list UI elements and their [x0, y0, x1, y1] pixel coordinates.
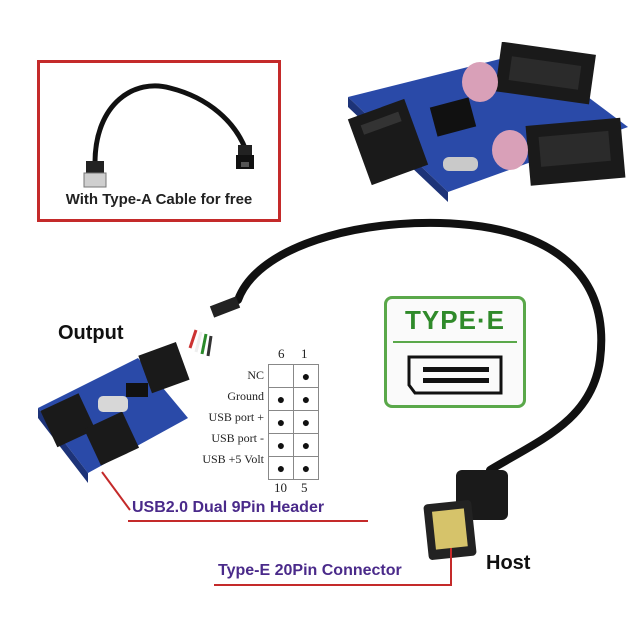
- pin-cell: ●: [268, 456, 294, 480]
- pin-number-6: 6: [278, 346, 285, 361]
- pin-cell: ●: [293, 364, 319, 388]
- pin-cell: ●: [293, 410, 319, 434]
- type-e-badge-text: TYPE·E: [405, 305, 505, 335]
- pin-cell: ●: [293, 433, 319, 457]
- pin-row: ● ●: [268, 410, 319, 434]
- pin-row: ● ●: [268, 433, 319, 457]
- pin-row: ● ●: [268, 456, 319, 480]
- pin-number-1: 1: [301, 346, 308, 361]
- pin-number-5: 5: [301, 480, 308, 495]
- header-callout-underline: [128, 520, 368, 522]
- dual-header-board-photo: [347, 42, 628, 202]
- pin-cell: ●: [293, 456, 319, 480]
- connector-callout-underline: [214, 584, 452, 586]
- header-callout-line: [101, 471, 131, 511]
- usb-a-cable-illustration: [83, 83, 254, 188]
- connector-callout: Type-E 20Pin Connector: [218, 562, 402, 579]
- type-e-badge: TYPE·E: [384, 296, 526, 408]
- header-callout: USB2.0 Dual 9Pin Header: [132, 499, 325, 516]
- pinout-grid: ● ● ● ● ● ● ● ● ●: [268, 364, 319, 480]
- free-cable-inset: With Type-A Cable for free: [37, 60, 281, 222]
- pin-cell: [268, 364, 294, 388]
- pin-label: Ground: [227, 389, 264, 403]
- inset-caption: With Type-A Cable for free: [65, 191, 253, 208]
- pin-label: USB port +: [208, 410, 264, 424]
- pin-row: ● ●: [268, 387, 319, 411]
- pin-row: ●: [268, 364, 319, 388]
- pinout-labels: NC Ground USB port + USB port - USB +5 V…: [176, 368, 264, 473]
- connector-callout-line: [450, 548, 452, 586]
- host-label: Host: [486, 552, 531, 574]
- badge-divider: [393, 341, 517, 343]
- pin-cell: ●: [268, 387, 294, 411]
- output-board-photo: [38, 342, 190, 483]
- usb-a-plug-body: [86, 161, 104, 175]
- type-e-port-icon: [407, 355, 503, 395]
- pin-label: USB +5 Volt: [202, 452, 264, 466]
- pin-label: NC: [247, 368, 264, 382]
- pin-cell: ●: [268, 410, 294, 434]
- pin-cell: ●: [268, 433, 294, 457]
- output-label: Output: [58, 322, 124, 344]
- type-e-connector-pins: [431, 508, 468, 550]
- pin-number-10: 10: [274, 480, 287, 495]
- pin-label: USB port -: [211, 431, 264, 445]
- pin-cell: ●: [293, 387, 319, 411]
